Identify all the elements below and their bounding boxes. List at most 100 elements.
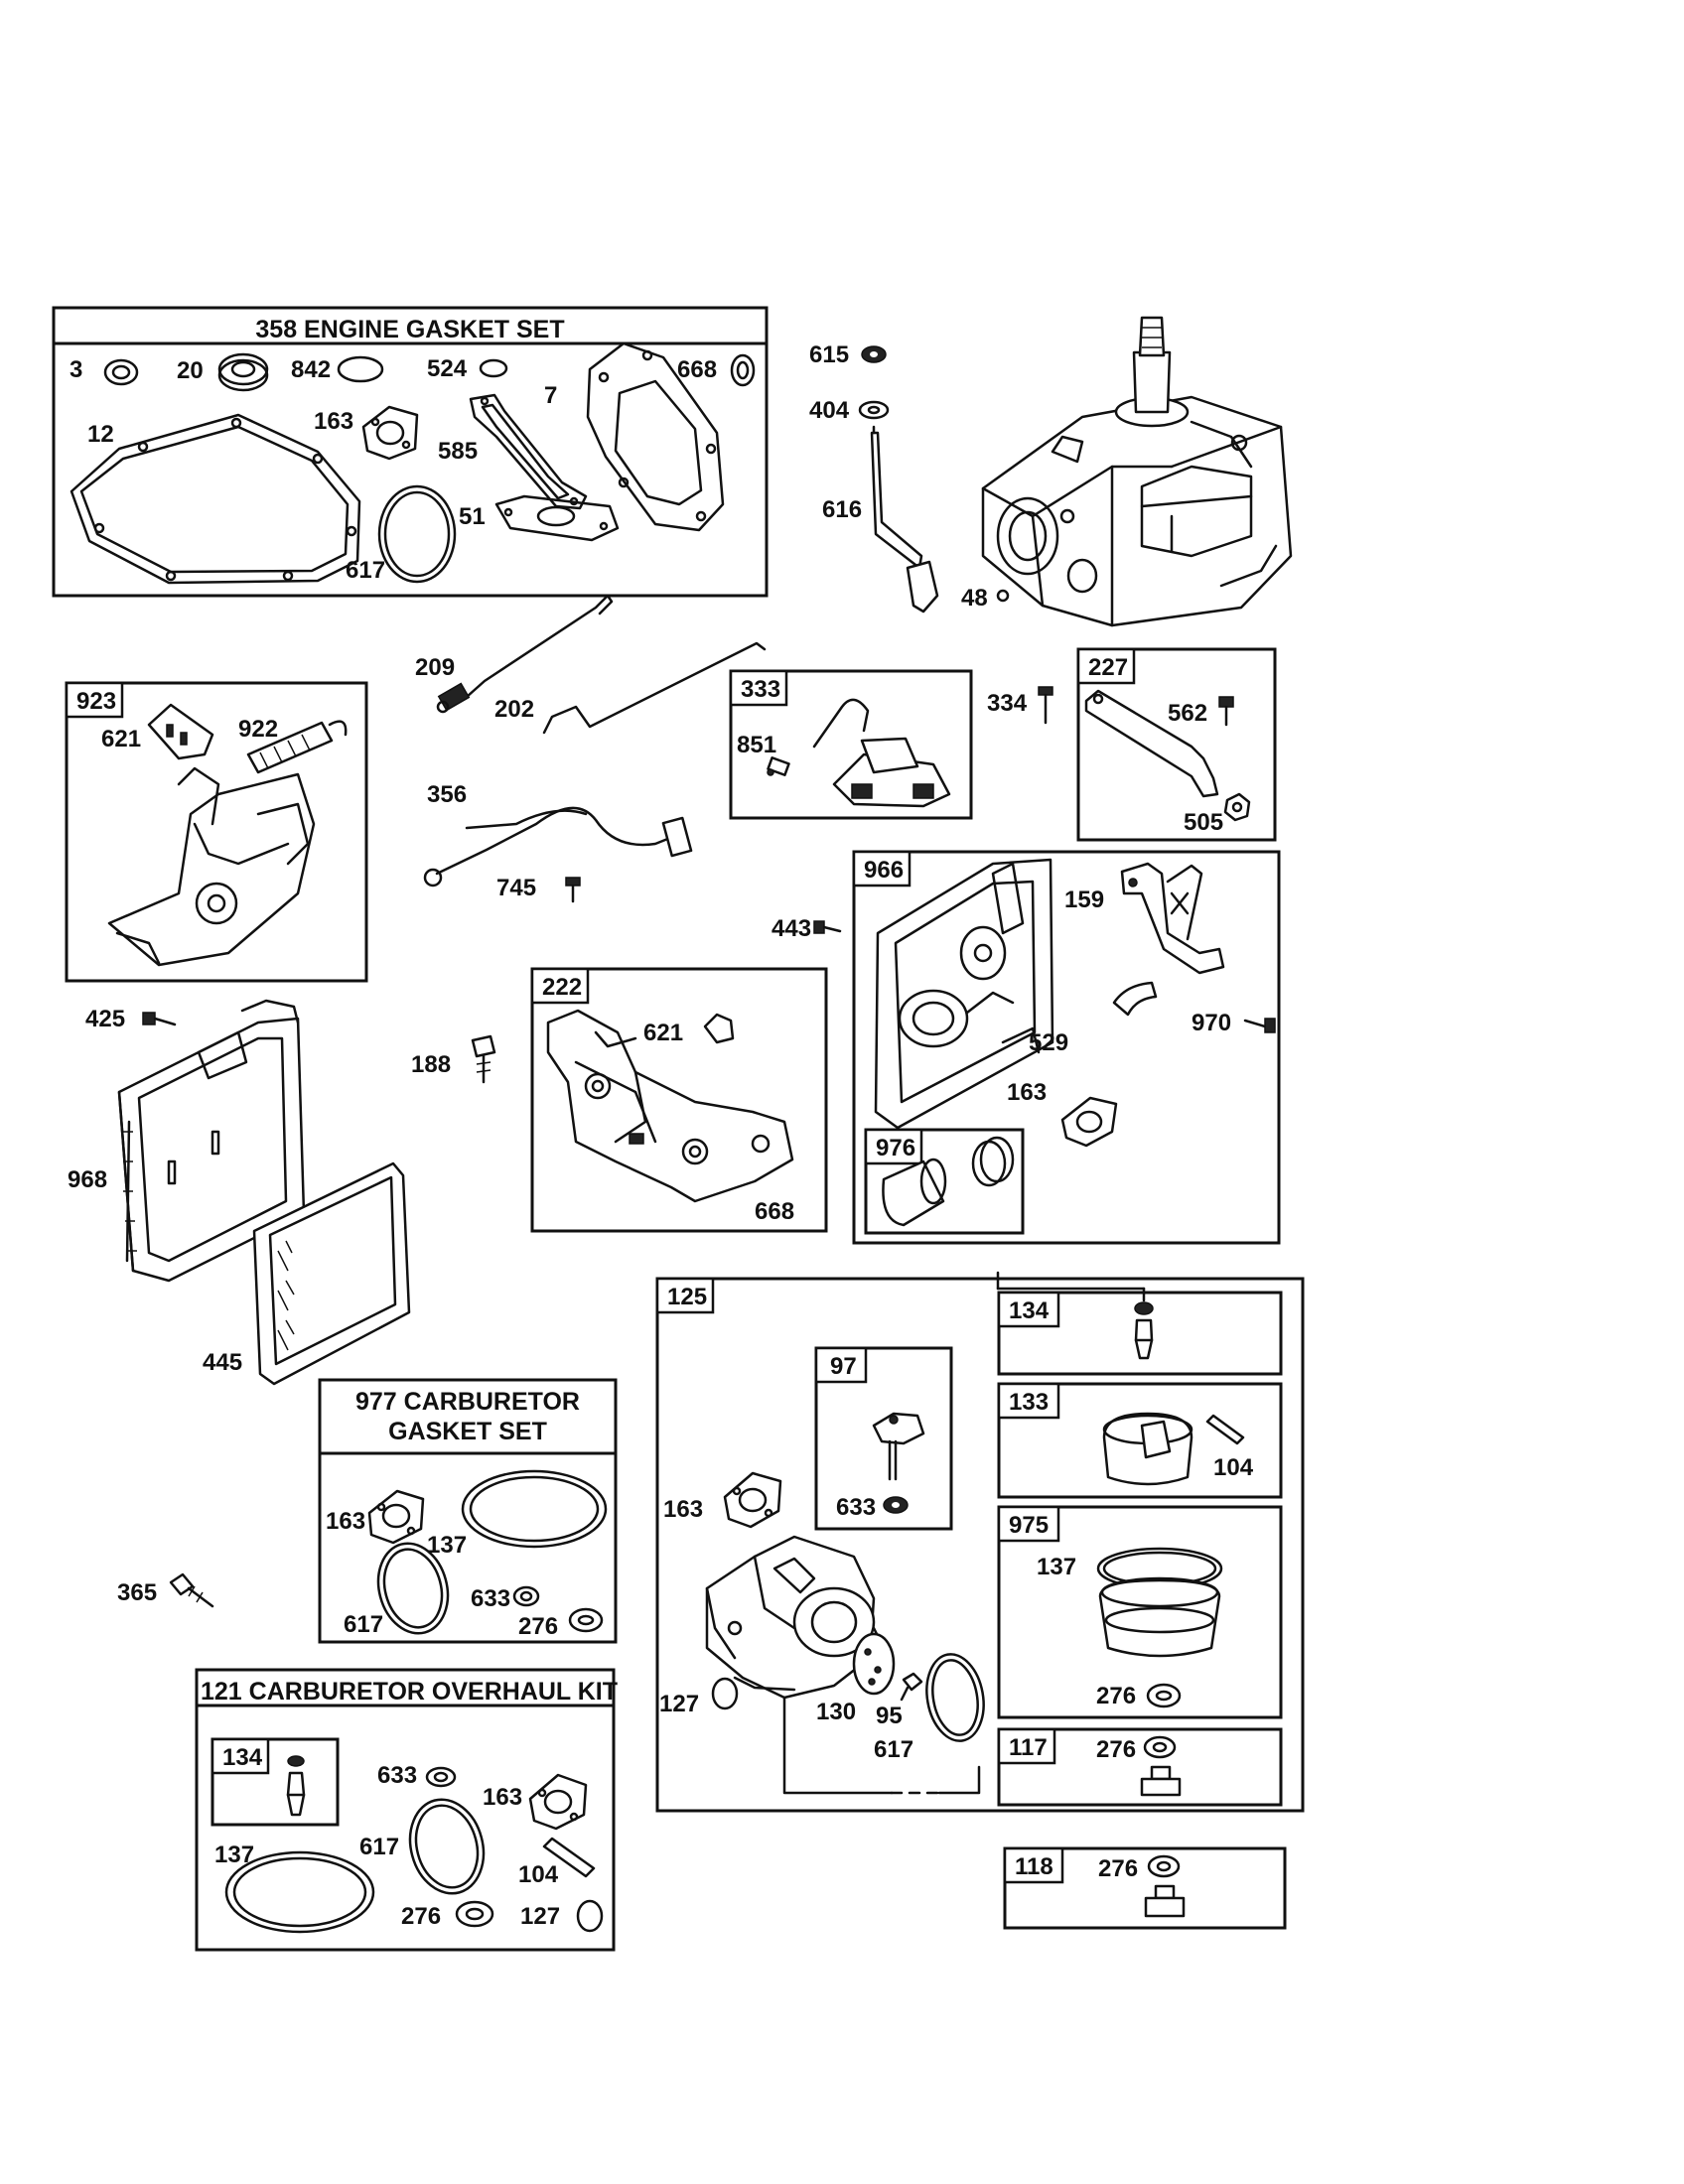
part-label-617: 617	[344, 1611, 383, 1638]
part-label-505: 505	[1184, 809, 1223, 836]
element-976-drawing	[882, 1136, 1015, 1227]
screw-425-drawing	[142, 1012, 177, 1026]
part-label-745: 745	[496, 875, 536, 901]
oring-842-drawing	[337, 355, 384, 383]
washer-276-118-drawing	[1147, 1854, 1181, 1878]
oring-617-drawing	[377, 484, 457, 584]
washer-276-117-drawing	[1143, 1735, 1177, 1759]
box-label-117: 117	[1009, 1734, 1048, 1761]
spring-922-drawing	[246, 720, 348, 774]
part-label-633: 633	[471, 1585, 510, 1612]
throttle-plate-130-drawing	[852, 1632, 896, 1696]
part-label-616: 616	[822, 496, 862, 523]
linkage-group: 209 202 356 745	[415, 594, 767, 903]
box-label-133: 133	[1009, 1389, 1049, 1416]
part-label-633: 633	[377, 1762, 417, 1789]
governor-923-drawing	[107, 766, 316, 967]
part-label-842: 842	[291, 356, 331, 383]
box-label-118: 118	[1015, 1853, 1053, 1880]
plug-127-carb-drawing	[711, 1677, 739, 1710]
part-label-970: 970	[1192, 1010, 1231, 1036]
assembly-box-333: 333 851	[729, 669, 973, 820]
dipstick-616-drawing	[870, 425, 939, 614]
part-label-617: 617	[346, 557, 385, 584]
plug-127-121-drawing	[576, 1899, 604, 1933]
oring-617-977-drawing	[376, 1542, 450, 1635]
box-label-966: 966	[864, 857, 904, 884]
gasket-163-drawing	[361, 405, 419, 461]
washer-404-drawing	[858, 400, 890, 420]
box-label-97: 97	[830, 1353, 857, 1380]
head-gasket-7-drawing	[586, 341, 725, 532]
part-label-163: 163	[314, 408, 353, 435]
dipstick-group: 615 404 616	[809, 341, 939, 614]
box-label-333: 333	[741, 676, 780, 703]
seal-3-drawing	[103, 358, 139, 386]
washer-276-977-drawing	[568, 1607, 604, 1633]
lever-227-drawing	[1084, 689, 1219, 798]
part-label-95: 95	[876, 1703, 903, 1729]
part-label-276: 276	[1096, 1683, 1136, 1709]
needle-134-drawing	[1134, 1287, 1154, 1360]
gasket-163-121-drawing	[528, 1773, 588, 1831]
box-label-923: 923	[76, 688, 116, 715]
screw-443-drawing: 443	[772, 915, 842, 942]
assembly-box-118: 118 276	[1003, 1846, 1287, 1930]
wire-356-drawing	[423, 806, 693, 887]
screw-745-drawing	[565, 877, 581, 903]
bolt-188-drawing: 188	[411, 1034, 496, 1084]
part-label-615: 615	[809, 341, 849, 368]
float-133-drawing	[1102, 1412, 1193, 1486]
part-label-48: 48	[961, 585, 988, 612]
washer-615-drawing	[861, 345, 887, 363]
part-label-159: 159	[1064, 887, 1104, 913]
box-label-134: 134	[222, 1744, 263, 1771]
part-label-130: 130	[816, 1699, 856, 1725]
part-label-137: 137	[1037, 1554, 1076, 1580]
seal-668-drawing	[730, 353, 756, 387]
part-label-585: 585	[438, 438, 478, 465]
part-label-425: 425	[85, 1006, 125, 1032]
engine-gasket-set-358: 358 ENGINE GASKET SET	[52, 306, 769, 598]
box-label-222: 222	[542, 974, 582, 1001]
clip-621-222-drawing	[703, 1013, 735, 1044]
part-label-276: 276	[401, 1903, 441, 1930]
screw-117-drawing	[1140, 1765, 1182, 1797]
clip-851-drawing	[767, 756, 790, 776]
box-label-125: 125	[667, 1284, 707, 1310]
seal-633-977-drawing	[512, 1585, 540, 1607]
crankcase-gasket-12-drawing	[70, 413, 361, 585]
oring-617-carb-drawing	[925, 1653, 985, 1742]
part-label-104: 104	[518, 1861, 559, 1888]
nut-505-drawing	[1223, 792, 1251, 822]
part-label-12: 12	[87, 421, 114, 448]
part-label-617: 617	[359, 1834, 399, 1860]
oring-524-drawing	[479, 358, 508, 378]
seal-633-121-drawing	[425, 1766, 457, 1788]
part-label-621: 621	[643, 1020, 683, 1046]
part-label-3: 3	[70, 356, 82, 383]
oring-137-977-drawing	[461, 1469, 608, 1549]
box-label-134: 134	[1009, 1297, 1050, 1324]
part-label-443: 443	[772, 915, 811, 942]
part-label-617: 617	[874, 1736, 913, 1763]
pin-104-drawing	[1205, 1414, 1245, 1445]
part-label-137: 137	[214, 1842, 254, 1868]
air-cleaner-base-drawing	[874, 858, 1054, 1130]
assembly-box-923: 923 621 922	[65, 681, 368, 983]
part-label-127: 127	[659, 1691, 699, 1717]
part-label-365: 365	[117, 1579, 157, 1606]
spring-209-drawing	[436, 594, 614, 714]
screw-334-drawing: 334	[987, 686, 1053, 725]
bowl-975-drawing	[1096, 1547, 1223, 1658]
part-label-621: 621	[101, 726, 141, 752]
part-label-20: 20	[177, 357, 204, 384]
part-label-633: 633	[836, 1494, 876, 1521]
part-label-202: 202	[494, 696, 534, 723]
part-label-968: 968	[68, 1166, 107, 1193]
part-label-137: 137	[427, 1532, 467, 1559]
box-label-975: 975	[1009, 1512, 1049, 1539]
gasket-585-drawing	[469, 393, 588, 510]
needle-134-121-drawing	[286, 1755, 306, 1817]
box-label-227: 227	[1088, 654, 1128, 681]
